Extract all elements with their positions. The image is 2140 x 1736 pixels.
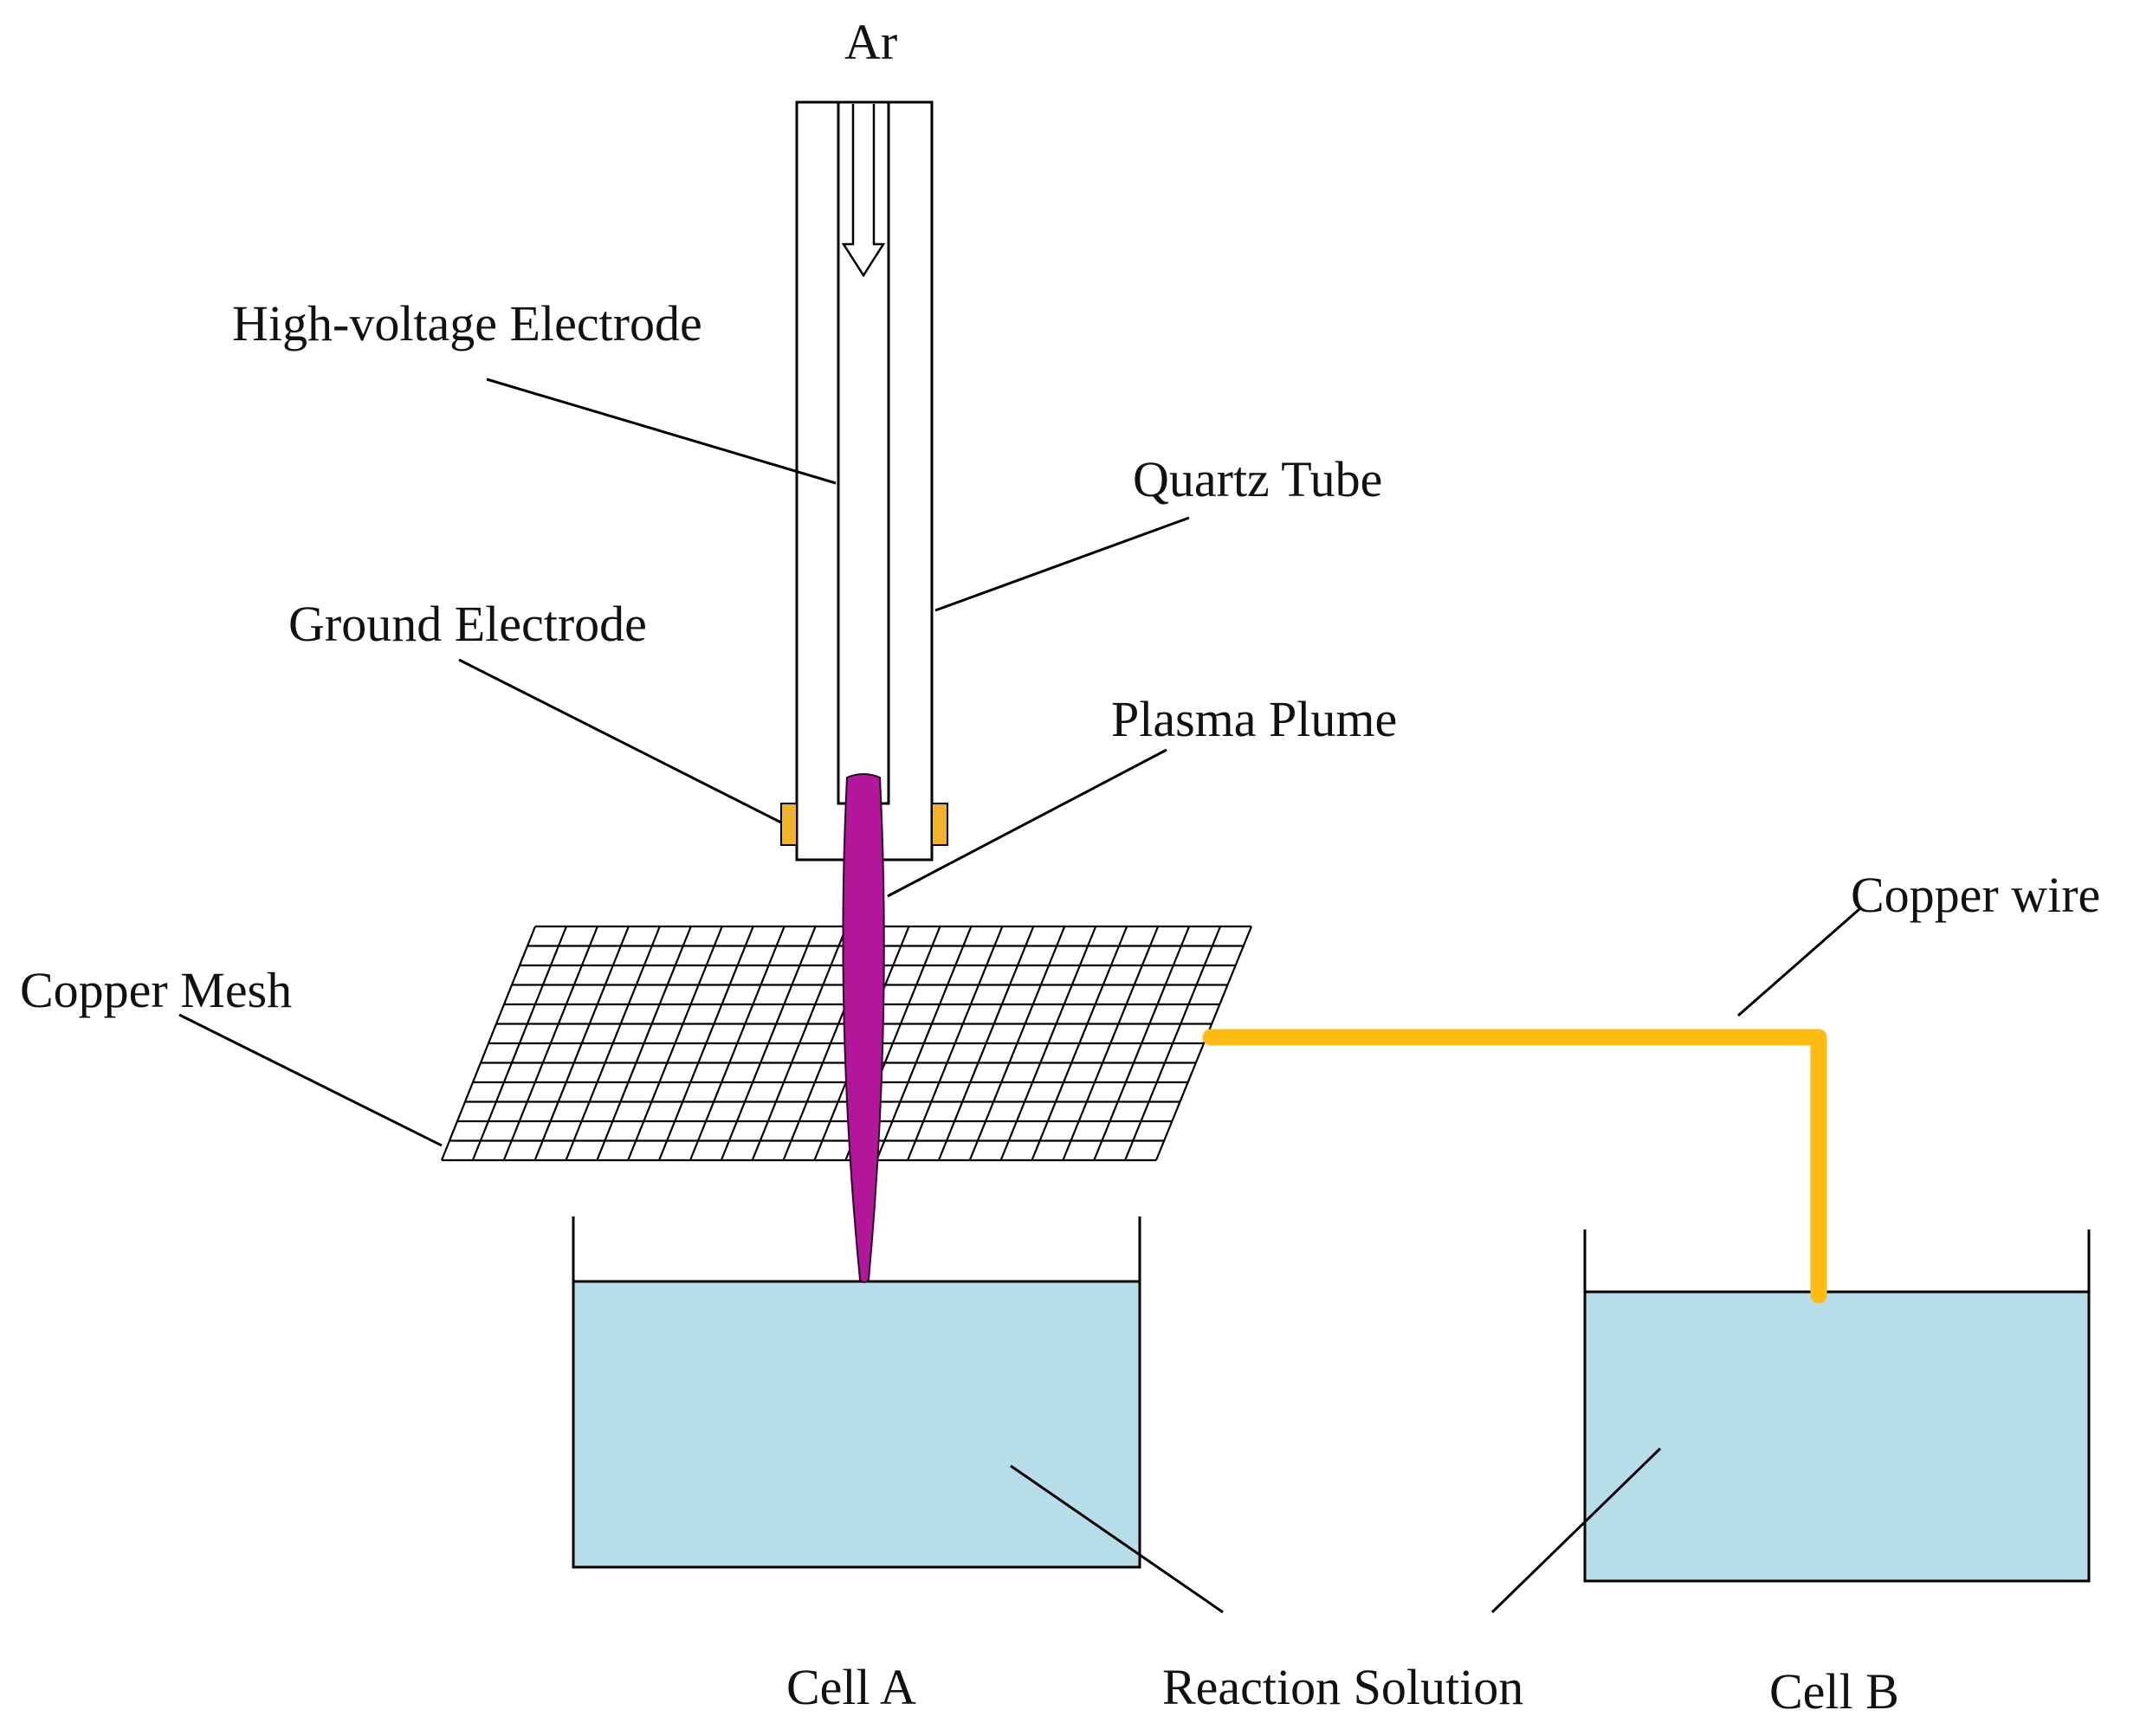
plasma-plume [842, 773, 885, 1283]
leader-copper-wire [1737, 907, 1860, 1017]
leader-lines [178, 378, 1860, 1614]
label-reaction-solution: Reaction Solution [1162, 1659, 1523, 1715]
cell-a-solution [573, 1281, 1140, 1567]
label-cell-b: Cell B [1769, 1663, 1899, 1720]
leader-copper-mesh [178, 1013, 443, 1147]
label-copper-mesh: Copper Mesh [20, 962, 292, 1018]
cell-b [1583, 1229, 2091, 1583]
label-copper-wire: Copper wire [1851, 867, 2100, 923]
gas-flow-arrow-icon [841, 104, 886, 278]
leader-reaction-solution-a [1010, 1464, 1224, 1614]
cell-a [572, 1216, 1141, 1569]
label-plasma-plume: Plasma Plume [1111, 691, 1397, 747]
labels: Ar High-voltage Electrode Quartz Tube Gr… [20, 14, 2100, 1720]
label-cell-a: Cell A [786, 1659, 916, 1715]
copper-wire [1202, 1029, 1827, 1304]
cell-b-solution [1585, 1292, 2089, 1581]
label-quartz-tube: Quartz Tube [1133, 451, 1382, 507]
ground-electrode-left [780, 803, 798, 846]
leader-hv-electrode [486, 378, 837, 485]
leader-plasma-plume [887, 748, 1167, 898]
label-high-voltage-electrode: High-voltage Electrode [232, 295, 702, 352]
ground-electrode [780, 803, 948, 846]
leader-ground-electrode [458, 658, 782, 824]
label-ar: Ar [844, 14, 897, 70]
leader-reaction-solution-b [1490, 1447, 1662, 1614]
ground-electrode-right [931, 803, 948, 846]
label-ground-electrode: Ground Electrode [288, 596, 647, 652]
leader-quartz-tube [934, 516, 1190, 612]
